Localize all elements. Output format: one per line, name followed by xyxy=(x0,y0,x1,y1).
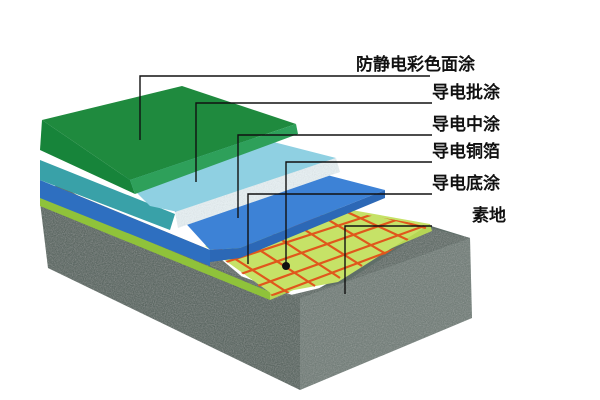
topcoat-side xyxy=(130,124,298,194)
label-primer: 导电底涂 xyxy=(432,173,501,194)
label-substrate: 素地 xyxy=(472,205,506,226)
putty-top xyxy=(120,136,336,212)
leader-topcoat xyxy=(139,75,430,140)
layer-labels: 防静电彩色面涂 导电批涂 导电中涂 导电铜箔 导电底涂 素地 xyxy=(356,54,506,226)
putty-edge xyxy=(40,160,175,230)
midcoat-top xyxy=(170,168,385,250)
leader-putty xyxy=(195,102,432,182)
label-midcoat: 导电中涂 xyxy=(432,114,501,135)
label-putty: 导电批涂 xyxy=(432,82,501,103)
topcoat-top xyxy=(42,86,296,180)
substrate-upper xyxy=(40,188,470,300)
topcoat-front xyxy=(40,120,135,194)
label-topcoat: 防静电彩色面涂 xyxy=(356,54,476,75)
leader-copper xyxy=(285,161,432,266)
substrate-front xyxy=(40,202,300,390)
leader-primer xyxy=(247,193,432,264)
copper-marker-dot xyxy=(282,262,290,270)
midcoat-front xyxy=(210,190,385,262)
midcoat-layer xyxy=(40,168,385,266)
primer-edge xyxy=(40,196,270,300)
topcoat-layer xyxy=(40,86,298,194)
putty-layer xyxy=(40,136,340,230)
midcoat-edge xyxy=(40,180,210,266)
leader-midcoat xyxy=(237,134,432,218)
label-copper: 导电铜箔 xyxy=(432,141,500,162)
leader-substrate xyxy=(344,225,432,294)
substrate-layer xyxy=(40,182,472,390)
putty-front xyxy=(175,158,340,228)
leader-lines xyxy=(139,75,432,294)
substrate-side xyxy=(300,238,472,390)
